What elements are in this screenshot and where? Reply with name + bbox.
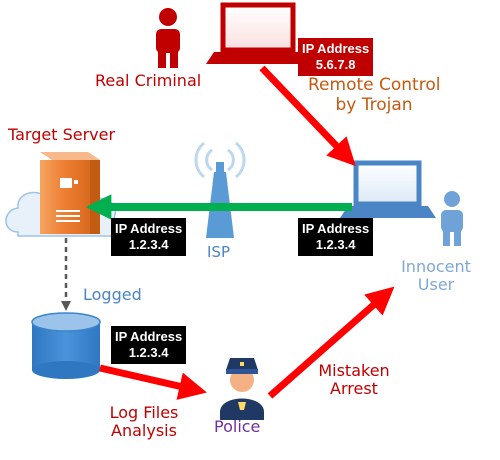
real-criminal-label: Real Criminal (95, 71, 202, 90)
user-ip-box: IP Address 1.2.3.4 (298, 218, 374, 256)
innocent-user-line2: User (417, 275, 455, 295)
remote-control-arrow (259, 65, 356, 167)
database-icon (31, 312, 101, 379)
user-ip-title: IP Address (302, 221, 370, 236)
police-label: Police (214, 417, 261, 436)
database-ip-value: 1.2.3.4 (128, 345, 169, 360)
logged-label: Logged (83, 285, 142, 304)
innocent-user-label: Innocent User (400, 257, 472, 295)
criminal-ip-box: IP Address 5.6.7.8 (298, 38, 374, 76)
analysis-arrow (99, 364, 207, 400)
log-files-line2: Analysis (111, 421, 177, 441)
server-ip-value: 1.2.3.4 (128, 237, 169, 252)
red-laptop-icon (206, 2, 310, 64)
criminal-person-icon (156, 8, 180, 68)
user-person-icon (441, 191, 463, 246)
mistaken-arrest-label: Mistaken Arrest (314, 361, 394, 399)
innocent-user-line1: Innocent (401, 257, 471, 276)
user-ip-value: 1.2.3.4 (315, 237, 356, 252)
log-files-analysis-label: Log Files Analysis (96, 403, 192, 441)
server-ip-title: IP Address (115, 221, 183, 236)
target-server-label: Target Server (8, 125, 116, 144)
database-ip-title: IP Address (115, 329, 183, 344)
log-files-line1: Log Files (109, 403, 179, 422)
police-officer-icon (220, 358, 264, 420)
server-ip-box: IP Address 1.2.3.4 (111, 218, 187, 256)
criminal-ip-title: IP Address (302, 41, 370, 56)
database-ip-box: IP Address 1.2.3.4 (111, 326, 187, 364)
mistaken-arrest-line2: Arrest (330, 379, 378, 399)
server-icon (40, 152, 100, 234)
isp-tower-icon (194, 141, 246, 238)
blue-laptop-icon (340, 160, 436, 218)
remote-control-label: Remote Control by Trojan (308, 75, 441, 115)
criminal-ip-value: 5.6.7.8 (315, 57, 356, 72)
remote-control-line2: by Trojan (335, 94, 413, 115)
mistaken-arrest-line1: Mistaken (318, 361, 390, 380)
arrest-arrow (267, 286, 395, 399)
remote-control-line1: Remote Control (308, 75, 441, 95)
isp-label: ISP (207, 243, 230, 261)
